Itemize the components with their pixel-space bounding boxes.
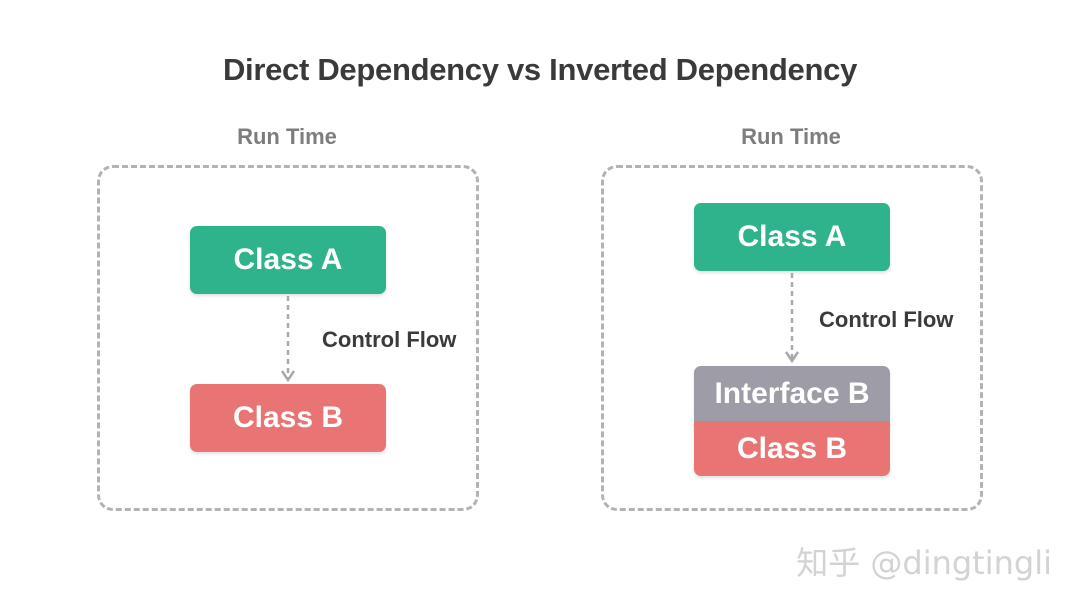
watermark: 知乎 @dingtingli [796, 544, 1052, 582]
right-interface-class-stack: Interface B Class B [694, 366, 890, 476]
left-control-flow-label: Control Flow [322, 327, 457, 352]
left-runtime-frame [97, 165, 479, 511]
right-run-time-label: Run Time [741, 124, 841, 149]
right-class-b-label: Class B [736, 431, 848, 465]
right-runtime-frame [601, 165, 983, 511]
left-class-a-box: Class A [190, 226, 386, 294]
right-interface-b-label: Interface B [714, 376, 870, 410]
left-class-b-box: Class B [190, 384, 386, 452]
right-class-a-box: Class A [694, 203, 890, 271]
left-class-b-label: Class B [232, 401, 344, 434]
left-control-flow-arrow [280, 296, 296, 383]
right-class-a-label: Class A [737, 220, 847, 253]
diagram-title: Direct Dependency vs Inverted Dependency [222, 52, 858, 87]
right-control-flow-arrow [784, 273, 800, 364]
left-class-a-label: Class A [233, 243, 343, 276]
right-interface-b-box: Interface B [694, 366, 890, 421]
right-control-flow-label: Control Flow [819, 307, 954, 332]
left-run-time-label: Run Time [237, 124, 337, 149]
right-class-b-box: Class B [694, 421, 890, 476]
